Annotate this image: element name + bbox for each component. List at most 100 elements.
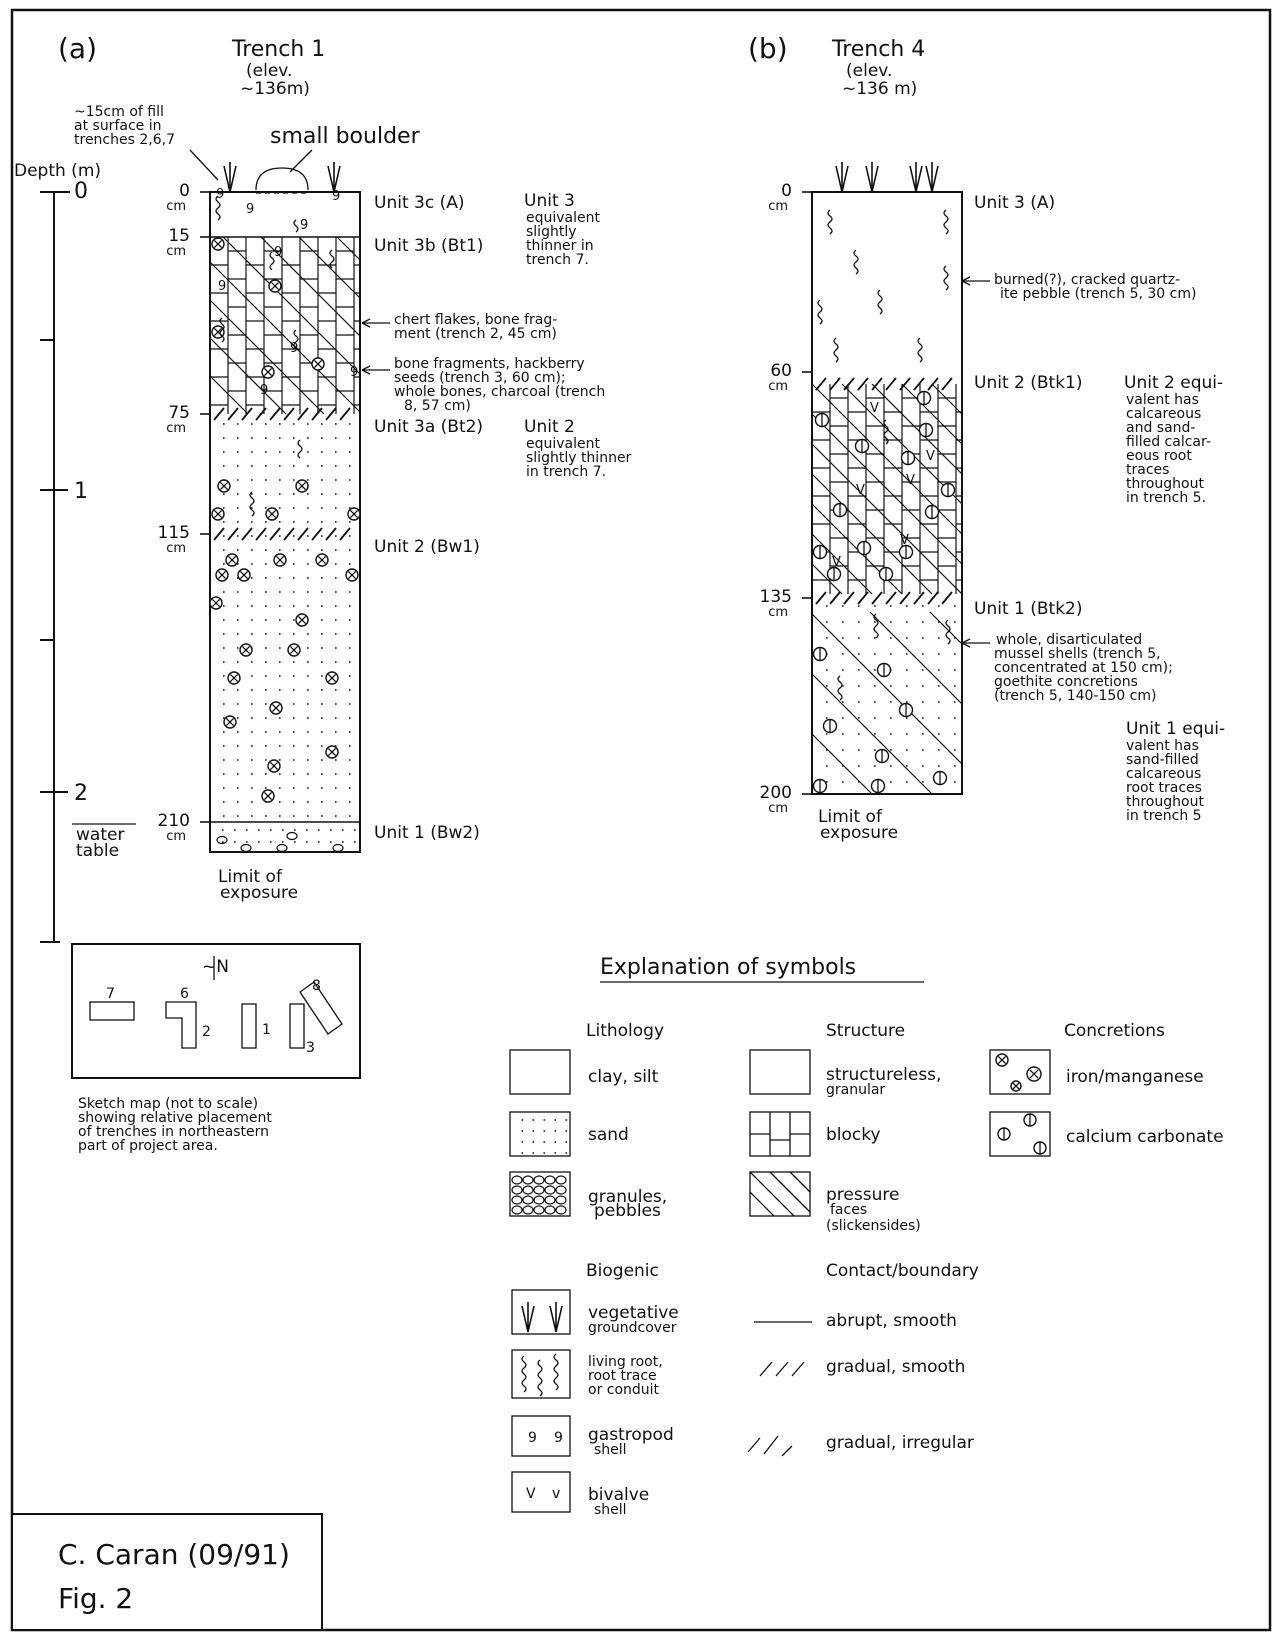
svg-text:9: 9 (554, 1430, 563, 1446)
credit-box: C. Caran (09/91) Fig. 2 (12, 1514, 322, 1630)
root-trace (294, 220, 298, 232)
root-trace (834, 338, 838, 362)
legend-gastropod: 9 9 gastropod shell (512, 1416, 674, 1458)
iron-concretion (269, 280, 281, 292)
granule (534, 1186, 544, 1194)
granule (545, 1196, 555, 1204)
grass-tuft (550, 1302, 562, 1332)
svg-text:pebbles: pebbles (594, 1201, 661, 1221)
depth-unit: cm (768, 605, 788, 620)
iron-concretion (262, 790, 274, 802)
iron-concretion (316, 554, 328, 566)
svg-text:abrupt, smooth: abrupt, smooth (826, 1311, 957, 1331)
depth-axis-label: Depth (m) (14, 161, 101, 181)
granule (556, 1206, 566, 1214)
panel-a-elev-2: ~136m) (240, 79, 310, 99)
sketch-caption-4: part of project area. (78, 1138, 218, 1154)
legend-root: living root, root trace or conduit (512, 1350, 663, 1398)
unit-3a-label: Unit 3a (Bt2) (374, 417, 483, 437)
grass-tuft (522, 1302, 534, 1332)
iron-concretion (240, 644, 252, 656)
carbonate-concretion (878, 664, 891, 677)
svg-text:in trench 7.: in trench 7. (526, 464, 606, 480)
svg-text:Unit 3: Unit 3 (524, 191, 575, 211)
carbonate-concretion (920, 424, 933, 437)
bivalve-symbol: V (900, 533, 909, 548)
contact-heading: Contact/boundary (826, 1261, 979, 1281)
iron-concretion (270, 702, 282, 714)
lithology-heading: Lithology (586, 1021, 664, 1041)
depth-unit: cm (166, 244, 186, 259)
unit-1-label: Unit 1 (Bw2) (374, 823, 480, 843)
panel-b-label: (b) (748, 32, 788, 65)
unit2-note-a: Unit 2 equivalent slightly thinner in tr… (524, 417, 632, 480)
granule (523, 1196, 533, 1204)
water-table-label-2: table (76, 841, 119, 861)
depth-unit: cm (768, 199, 788, 214)
limit-b-2: exposure (820, 823, 898, 843)
iron-concretion (1011, 1081, 1021, 1091)
root-trace (918, 338, 922, 362)
svg-text:6: 6 (180, 986, 189, 1002)
mussel-note: whole, disarticulated mussel shells (tre… (962, 632, 1173, 704)
carbonate-concretion (918, 392, 931, 405)
panel-a-elev-1: (elev. (246, 61, 292, 81)
column-a-depth-labels: 0cm15cm75cm115cm210cm (158, 181, 210, 844)
carbonate-concretion (934, 772, 947, 785)
svg-text:granular: granular (826, 1082, 885, 1098)
panel-b-title: Trench 4 (831, 37, 925, 62)
svg-text:Unit 1 equi-: Unit 1 equi- (1126, 719, 1225, 739)
svg-text:groundcover: groundcover (588, 1320, 677, 1336)
svg-text:(trench 5, 140-150 cm): (trench 5, 140-150 cm) (994, 688, 1156, 704)
granule (512, 1206, 522, 1214)
root-trace (944, 210, 948, 234)
svg-text:faces: faces (830, 1202, 867, 1218)
credit-fig: Fig. 2 (58, 1582, 133, 1615)
grass-tuft (926, 162, 938, 192)
carbonate-concretion (880, 568, 893, 581)
bivalve-symbol: V (832, 555, 841, 570)
granule (523, 1186, 533, 1194)
root-trace (522, 1356, 526, 1392)
svg-text:gradual, smooth: gradual, smooth (826, 1357, 965, 1377)
svg-text:clay, silt: clay, silt (588, 1067, 659, 1087)
root-trace (298, 440, 302, 458)
depth-value: 0 (781, 181, 792, 201)
carbonate-concretion (1024, 1114, 1036, 1126)
iron-concretion (268, 760, 280, 772)
credit-author: C. Caran (09/91) (58, 1538, 290, 1571)
root-trace (854, 250, 858, 274)
north-arrow-label: ~N (202, 957, 229, 977)
granule (534, 1206, 544, 1214)
iron-concretion (216, 569, 228, 581)
trench-7: 7 (90, 986, 134, 1020)
depth-value: 0 (179, 181, 190, 201)
svg-text:shell: shell (594, 1502, 627, 1518)
svg-text:9: 9 (528, 1430, 537, 1446)
root-trace (838, 676, 842, 700)
unit3-note: Unit 3 equivalent slightly thinner in tr… (524, 191, 601, 268)
pebble (277, 845, 287, 852)
iron-concretion (238, 569, 250, 581)
svg-text:1: 1 (262, 1022, 271, 1038)
panel-a-label: (a) (58, 32, 97, 65)
carbonate-concretion (814, 546, 827, 559)
unit2-note-b: Unit 2 equi- valent has calcareous and s… (1124, 373, 1223, 506)
carbonate-concretion (876, 750, 889, 763)
svg-text:8: 8 (312, 978, 321, 994)
iron-concretion (274, 554, 286, 566)
carbonate-concretion (816, 414, 829, 427)
bivalve-symbol: V (906, 473, 915, 488)
legend-title: Explanation of symbols (600, 955, 856, 980)
gastropod-symbol: 9 (332, 189, 340, 204)
grass-tuft (328, 162, 340, 192)
gastropod-symbol: 9 (260, 383, 268, 398)
bivalve-symbol: V (926, 449, 935, 464)
gradual-boundary (214, 528, 350, 540)
svg-text:V: V (526, 1486, 536, 1502)
iron-concretion (348, 508, 360, 520)
depth-value: 210 (158, 811, 190, 831)
unit-3c-label: Unit 3c (A) (374, 193, 464, 213)
gastropod-symbol: 9 (218, 279, 226, 294)
granule (523, 1176, 533, 1184)
